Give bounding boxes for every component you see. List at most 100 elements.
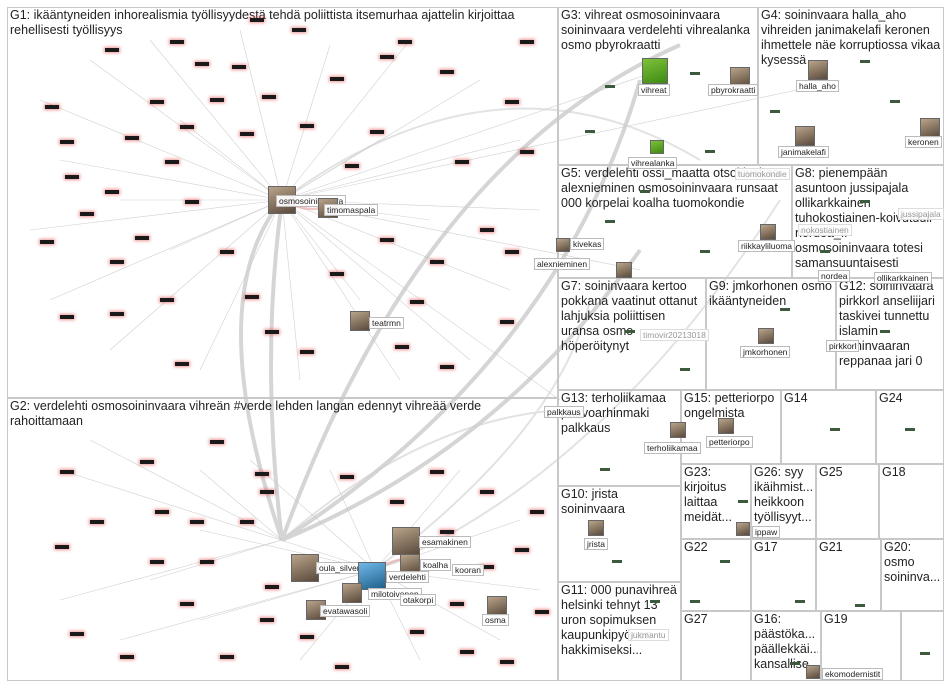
minor-node[interactable] <box>738 500 748 503</box>
node-keronen-avatar[interactable] <box>920 118 940 138</box>
minor-node[interactable] <box>795 600 805 603</box>
unlabeled-node[interactable] <box>260 618 274 622</box>
minor-node[interactable] <box>690 72 700 75</box>
unlabeled-node[interactable] <box>125 136 139 140</box>
unlabeled-node[interactable] <box>480 565 494 569</box>
unlabeled-node[interactable] <box>245 295 259 299</box>
node-oula-silver-avatar[interactable] <box>291 554 319 582</box>
node-janimakelafi-avatar[interactable] <box>795 126 815 146</box>
unlabeled-node[interactable] <box>460 650 474 654</box>
node-milotoivonen-avatar[interactable] <box>342 583 362 603</box>
unlabeled-node[interactable] <box>335 665 349 669</box>
minor-node[interactable] <box>705 150 715 153</box>
unlabeled-node[interactable] <box>440 530 454 534</box>
unlabeled-node[interactable] <box>505 100 519 104</box>
unlabeled-node[interactable] <box>455 160 469 164</box>
unlabeled-node[interactable] <box>515 548 529 552</box>
unlabeled-node[interactable] <box>40 240 54 244</box>
unlabeled-node[interactable] <box>180 125 194 129</box>
unlabeled-node[interactable] <box>60 470 74 474</box>
unlabeled-node[interactable] <box>430 470 444 474</box>
unlabeled-node[interactable] <box>60 315 74 319</box>
unlabeled-node[interactable] <box>530 510 544 514</box>
minor-node[interactable] <box>612 560 622 563</box>
unlabeled-node[interactable] <box>190 520 204 524</box>
unlabeled-node[interactable] <box>232 65 246 69</box>
unlabeled-node[interactable] <box>265 585 279 589</box>
node-vihrealanka-avatar[interactable] <box>650 140 664 154</box>
unlabeled-node[interactable] <box>500 660 514 664</box>
unlabeled-node[interactable] <box>330 77 344 81</box>
node-teatrmn-avatar[interactable] <box>350 311 370 331</box>
unlabeled-node[interactable] <box>45 105 59 109</box>
unlabeled-node[interactable] <box>110 312 124 316</box>
minor-node[interactable] <box>585 130 595 133</box>
unlabeled-node[interactable] <box>240 520 254 524</box>
unlabeled-node[interactable] <box>160 298 174 302</box>
unlabeled-node[interactable] <box>345 164 359 168</box>
minor-node[interactable] <box>600 468 610 471</box>
minor-node[interactable] <box>780 308 790 311</box>
unlabeled-node[interactable] <box>150 560 164 564</box>
unlabeled-node[interactable] <box>220 655 234 659</box>
minor-node[interactable] <box>920 652 930 655</box>
node-osma-avatar[interactable] <box>487 596 507 616</box>
minor-node[interactable] <box>605 220 615 223</box>
minor-node[interactable] <box>625 330 635 333</box>
unlabeled-node[interactable] <box>210 440 224 444</box>
unlabeled-node[interactable] <box>300 124 314 128</box>
node-verdelehti-avatar[interactable] <box>358 562 386 590</box>
minor-node[interactable] <box>640 190 650 193</box>
unlabeled-node[interactable] <box>200 560 214 564</box>
unlabeled-node[interactable] <box>292 28 306 32</box>
minor-node[interactable] <box>830 428 840 431</box>
unlabeled-node[interactable] <box>90 520 104 524</box>
unlabeled-node[interactable] <box>480 228 494 232</box>
minor-node[interactable] <box>790 662 800 665</box>
minor-node[interactable] <box>680 368 690 371</box>
minor-node[interactable] <box>860 60 870 63</box>
unlabeled-node[interactable] <box>398 40 412 44</box>
node-petteriorpo-avatar[interactable] <box>718 418 734 434</box>
unlabeled-node[interactable] <box>195 62 209 66</box>
unlabeled-node[interactable] <box>480 490 494 494</box>
unlabeled-node[interactable] <box>395 345 409 349</box>
minor-node[interactable] <box>880 330 890 333</box>
node-esamakinen-avatar[interactable] <box>392 527 420 555</box>
unlabeled-node[interactable] <box>535 610 549 614</box>
minor-node[interactable] <box>770 110 780 113</box>
unlabeled-node[interactable] <box>505 250 519 254</box>
unlabeled-node[interactable] <box>250 18 264 22</box>
unlabeled-node[interactable] <box>140 460 154 464</box>
unlabeled-node[interactable] <box>120 655 134 659</box>
unlabeled-node[interactable] <box>135 236 149 240</box>
unlabeled-node[interactable] <box>390 500 404 504</box>
unlabeled-node[interactable] <box>165 160 179 164</box>
unlabeled-node[interactable] <box>110 260 124 264</box>
minor-node[interactable] <box>820 250 830 253</box>
node-jrista-avatar[interactable] <box>588 520 604 536</box>
unlabeled-node[interactable] <box>185 200 199 204</box>
unlabeled-node[interactable] <box>410 630 424 634</box>
unlabeled-node[interactable] <box>80 212 94 216</box>
unlabeled-node[interactable] <box>380 55 394 59</box>
unlabeled-node[interactable] <box>255 472 269 476</box>
minor-node[interactable] <box>720 560 730 563</box>
unlabeled-node[interactable] <box>380 238 394 242</box>
node-riikkayliluoma-avatar[interactable] <box>760 224 776 240</box>
unlabeled-node[interactable] <box>210 98 224 102</box>
unlabeled-node[interactable] <box>70 632 84 636</box>
unlabeled-node[interactable] <box>300 350 314 354</box>
unlabeled-node[interactable] <box>520 40 534 44</box>
minor-node[interactable] <box>890 100 900 103</box>
unlabeled-node[interactable] <box>180 602 194 606</box>
unlabeled-node[interactable] <box>430 260 444 264</box>
minor-node[interactable] <box>905 428 915 431</box>
unlabeled-node[interactable] <box>370 130 384 134</box>
unlabeled-node[interactable] <box>55 545 69 549</box>
unlabeled-node[interactable] <box>265 330 279 334</box>
node-vihreat-avatar[interactable] <box>642 58 668 84</box>
minor-node[interactable] <box>860 200 870 203</box>
node-terholiikamaa-avatar[interactable] <box>670 422 686 438</box>
unlabeled-node[interactable] <box>105 48 119 52</box>
